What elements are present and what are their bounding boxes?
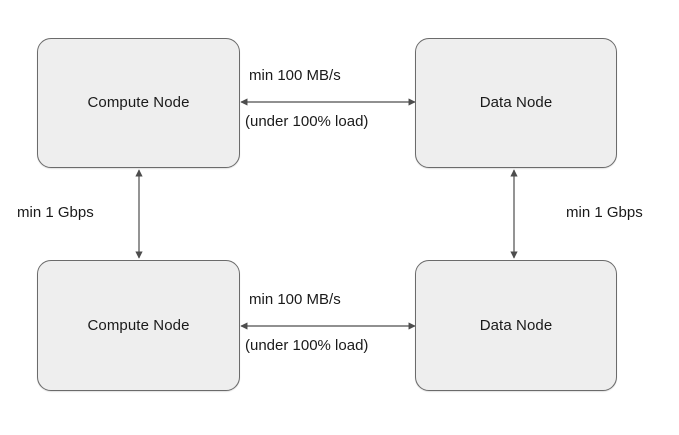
node-label: Data Node: [479, 94, 553, 111]
edge-label-bottom-bandwidth: min 100 MB/s: [249, 291, 341, 308]
node-label: Compute Node: [87, 94, 190, 111]
edge-label-bottom-load-condition: (under 100% load): [245, 337, 369, 354]
node-data-top[interactable]: Data Node: [415, 38, 617, 168]
edge-label-right-bandwidth: min 1 Gbps: [566, 204, 643, 221]
node-data-bottom[interactable]: Data Node: [415, 260, 617, 391]
node-compute-bottom[interactable]: Compute Node: [37, 260, 240, 391]
edge-label-left-bandwidth: min 1 Gbps: [17, 204, 94, 221]
node-compute-top[interactable]: Compute Node: [37, 38, 240, 168]
edge-label-top-bandwidth: min 100 MB/s: [249, 67, 341, 84]
node-label: Data Node: [479, 316, 553, 334]
node-label: Compute Node: [87, 316, 190, 334]
edge-label-top-load-condition: (under 100% load): [245, 113, 369, 130]
